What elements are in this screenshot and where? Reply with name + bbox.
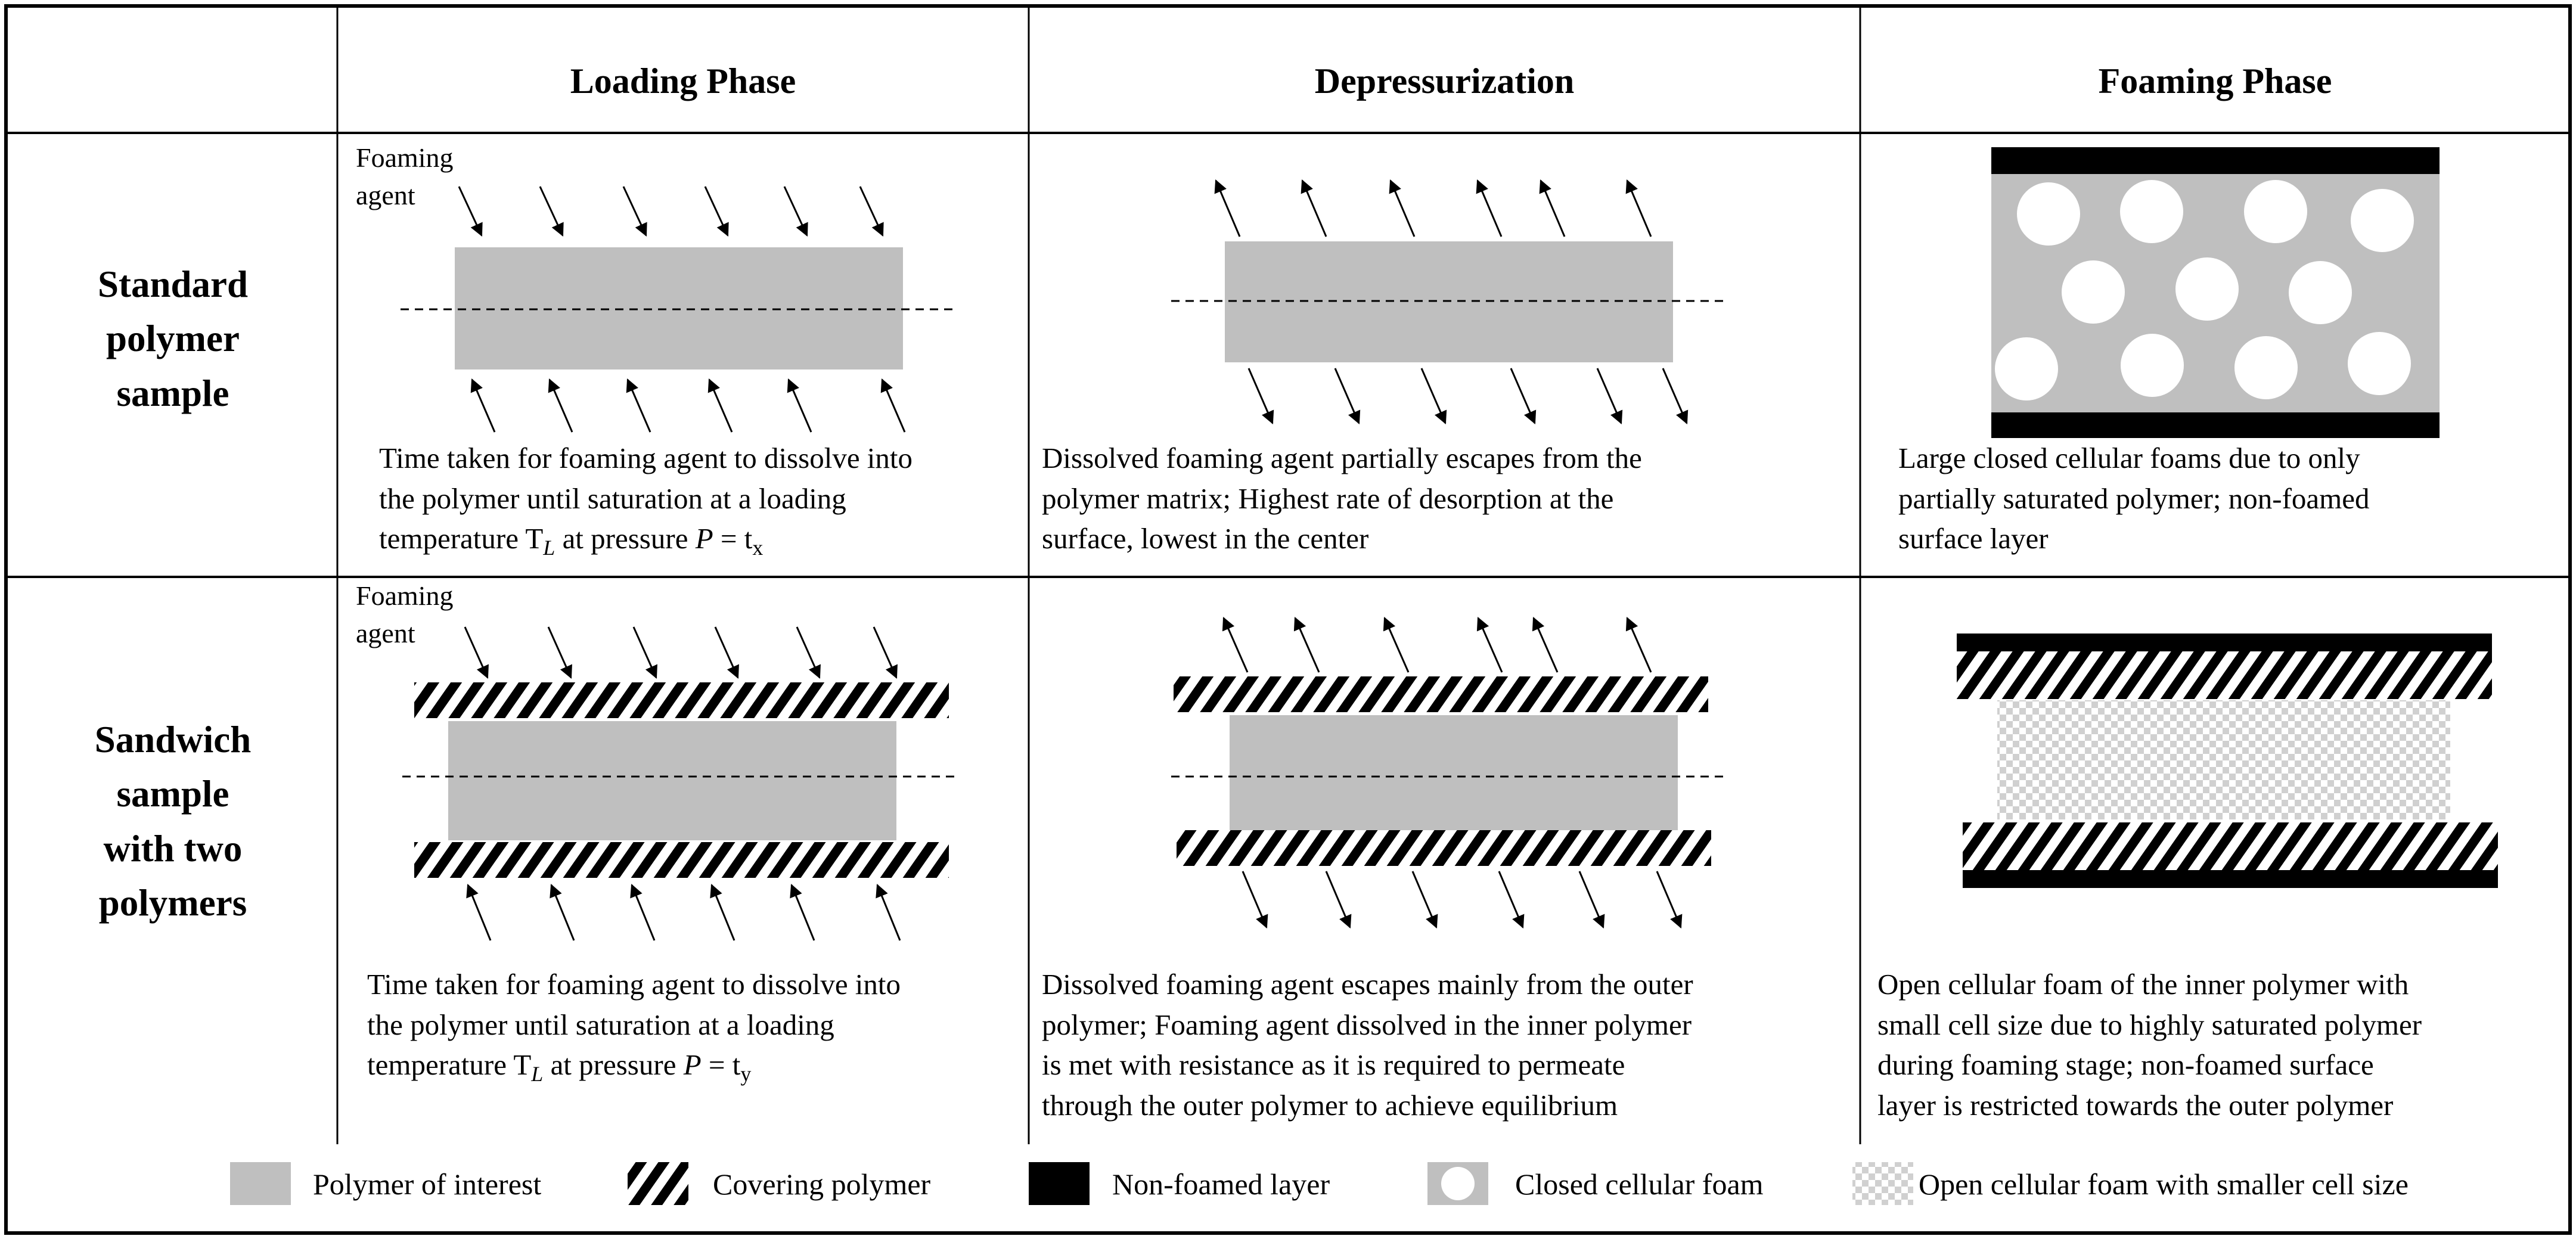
- table-grid: [4, 4, 2572, 1235]
- row1-loading-description: Time taken for foaming agent to dissolve…: [379, 442, 913, 560]
- row2-depressurization-diagram: [1171, 616, 1725, 929]
- legend-label-closed-cellular-foam: Closed cellular foam: [1515, 1167, 1764, 1201]
- legend: [230, 1162, 1913, 1205]
- row2-depressurization-description: Dissolved foaming agent escapes mainly f…: [1042, 968, 1693, 1122]
- inward-arrows-bottom: [466, 883, 901, 941]
- inward-arrows-bottom: [470, 378, 906, 433]
- covering-polymer-bottom: [1963, 822, 2498, 870]
- outward-arrows-bottom: [1247, 368, 1689, 425]
- column-header-depressurization: Depressurization: [1314, 61, 1575, 101]
- non-foamed-layer-top: [1957, 634, 2492, 651]
- polymer-of-interest-block: [448, 721, 896, 840]
- gray-swatch-icon: [230, 1162, 291, 1205]
- open-cell-foam-block: [1997, 700, 2450, 819]
- foaming-agent-label: Foaming agent: [356, 142, 454, 211]
- black-swatch-icon: [1029, 1162, 1090, 1205]
- covering-polymer-top: [1174, 676, 1708, 712]
- covering-polymer-top: [414, 682, 949, 718]
- foaming-agent-label: Foaming agent: [356, 580, 454, 649]
- row1-depressurization-diagram: [1171, 179, 1728, 425]
- outward-arrows-top: [1222, 616, 1652, 673]
- covering-polymer-top: [1957, 651, 2492, 699]
- inward-arrows-top: [458, 186, 884, 237]
- row-label-standard: Standard polymer sample: [97, 263, 249, 414]
- column-header-loading-phase: Loading Phase: [570, 61, 796, 101]
- closed-cell-icon: [1427, 1162, 1488, 1205]
- outward-arrows-top: [1214, 179, 1652, 237]
- legend-label-polymer-of-interest: Polymer of interest: [313, 1167, 542, 1201]
- inward-arrows-top: [464, 626, 898, 679]
- row2-foaming-description: Open cellular foam of the inner polymer …: [1877, 968, 2422, 1122]
- non-foamed-layer-bottom: [1991, 412, 2440, 438]
- row-label-sandwich: Sandwich sample with two polymers: [94, 719, 252, 924]
- non-foamed-layer-top: [1991, 147, 2440, 174]
- non-foamed-layer-bottom: [1963, 870, 2498, 888]
- legend-label-non-foamed-layer: Non-foamed layer: [1112, 1167, 1330, 1201]
- row1-loading-diagram: [401, 186, 957, 433]
- checker-swatch-icon: [1852, 1162, 1913, 1205]
- polymer-of-interest-block: [1230, 715, 1678, 834]
- covering-polymer-bottom: [414, 842, 949, 878]
- legend-label-open-cellular-foam: Open cellular foam with smaller cell siz…: [1919, 1167, 2409, 1201]
- row1-foaming-diagram: [1991, 147, 2440, 438]
- row1-depressurization-description: Dissolved foaming agent partially escape…: [1042, 442, 1642, 555]
- closed-cell-foam-bubbles: [1995, 180, 2414, 400]
- outward-arrows-bottom: [1242, 871, 1683, 929]
- row2-loading-diagram: [402, 626, 957, 941]
- row2-foaming-diagram: [1957, 634, 2498, 888]
- row1-foaming-description: Large closed cellular foams due to only …: [1898, 442, 2370, 555]
- column-header-foaming-phase: Foaming Phase: [2098, 61, 2332, 101]
- legend-label-covering-polymer: Covering polymer: [713, 1167, 931, 1201]
- hatch-swatch-icon: [628, 1162, 688, 1205]
- covering-polymer-bottom: [1177, 830, 1711, 866]
- row2-loading-description: Time taken for foaming agent to dissolve…: [367, 968, 901, 1086]
